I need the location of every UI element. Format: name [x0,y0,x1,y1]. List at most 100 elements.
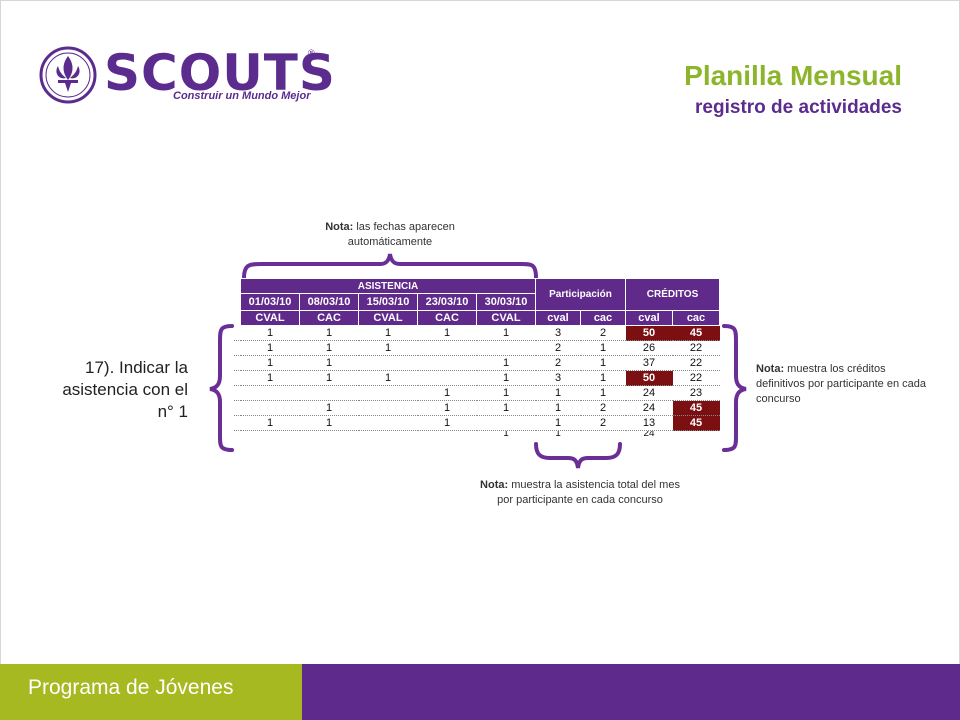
participation-cell: 2 [535,340,581,356]
logo-tagline: Construir un Mundo Mejor [173,90,311,102]
attendance-cell[interactable] [358,415,418,431]
footer-green-block [0,664,302,720]
attendance-cell[interactable] [359,431,418,438]
participation-cell: 2 [580,415,626,431]
participation-cell: 3 [535,370,581,386]
credit-col-cval: cval [625,310,673,326]
date-header-4: 30/03/10 [476,293,536,311]
attendance-cell[interactable] [240,400,300,416]
attendance-cell[interactable]: 1 [476,400,536,416]
attendance-cell[interactable] [358,385,418,401]
credits-group-header: CRÉDITOS [625,278,720,311]
type-header-3: CAC [417,310,477,326]
group-header-row: ASISTENCIA Participación CRÉDITOS [234,278,720,326]
credit-cell: 50 [625,325,673,341]
credit-cell: 50 [625,370,673,386]
attendance-cell[interactable]: 1 [240,325,300,341]
attendance-cell[interactable] [417,355,477,371]
attendance-cell[interactable]: 1 [503,430,509,438]
attendance-cell[interactable]: 1 [417,415,477,431]
note-credits: Nota: muestra los créditos definitivos p… [756,362,926,407]
attendance-cell[interactable]: 1 [240,340,300,356]
attendance-cell[interactable] [476,415,536,431]
participation-cell: 1 [535,400,581,416]
attendance-cell[interactable]: 1 [240,415,300,431]
attendance-sheet: ASISTENCIA Participación CRÉDITOS 01/03/… [234,278,720,437]
instruction-text: 17). Indicar la asistencia con el n° 1 [62,358,188,421]
credit-cell: 24 [625,400,673,416]
attendance-cell[interactable]: 1 [476,355,536,371]
logo-wordmark: SCOUTS [104,44,336,102]
note-credits-label: Nota: [756,363,785,375]
participation-col-cac: cac [580,310,626,326]
attendance-cell[interactable]: 1 [417,400,477,416]
participation-cell: 3 [535,325,581,341]
left-brace-icon [209,324,234,452]
attendance-cell[interactable]: 1 [299,325,359,341]
attendance-cell[interactable]: 1 [417,325,477,341]
note-dates: Nota: las fechas aparecen automáticament… [300,220,480,250]
date-header-2: 15/03/10 [358,293,418,311]
participation-col-cval: cval [535,310,581,326]
page-title: Planilla Mensual [684,60,902,91]
attendance-cell[interactable]: 1 [299,340,359,356]
right-brace-icon [722,324,747,452]
date-header-3: 23/03/10 [417,293,477,311]
attendance-table: ASISTENCIA Participación CRÉDITOS 01/03/… [234,278,720,437]
credit-cell: 45 [672,325,720,341]
attendance-cell[interactable] [240,385,300,401]
attendance-cell[interactable]: 1 [299,400,359,416]
attendance-cell[interactable]: 1 [358,340,418,356]
attendance-cell[interactable]: 1 [476,325,536,341]
row-gutter [234,385,241,401]
note-credits-text: muestra los créditos definitivos por par… [756,363,926,405]
participation-cell: 2 [580,325,626,341]
credit-cell: 13 [625,415,673,431]
attendance-cell[interactable]: 1 [417,385,477,401]
attendance-cell[interactable] [476,340,536,356]
row-gutter [234,415,241,431]
credit-cell: 45 [672,400,720,416]
credit-cell: 26 [625,340,673,356]
date-header-1: 08/03/10 [299,293,359,311]
registered-mark: ® [308,48,315,58]
attendance-cell[interactable] [358,355,418,371]
row-gutter [234,340,241,356]
note-attendance-text: muestra la asistencia total del mes por … [497,479,680,506]
attendance-cell[interactable]: 1 [299,370,359,386]
attendance-cell[interactable]: 1 [299,415,359,431]
footer-label: Programa de Jóvenes [28,676,234,699]
attendance-cell[interactable]: 1 [358,370,418,386]
participation-cell: 2 [535,355,581,371]
attendance-cell[interactable]: 1 [476,385,536,401]
attendance-cell[interactable]: 1 [358,325,418,341]
participation-cell: 1 [535,385,581,401]
attendance-cell[interactable] [358,400,418,416]
participation-cell: 1 [535,415,581,431]
type-header-4: CVAL [476,310,536,326]
participation-cell: 1 [580,340,626,356]
attendance-cell[interactable] [299,385,359,401]
attendance-cell[interactable] [300,431,359,438]
type-header-1: CAC [299,310,359,326]
attendance-cell[interactable] [241,431,300,438]
attendance-cell[interactable] [417,340,477,356]
attendance-cell[interactable] [417,370,477,386]
row-gutter [234,355,241,371]
credit-cell: 23 [672,385,720,401]
attendance-cell[interactable] [418,431,477,438]
participation-cell: 1 [580,355,626,371]
attendance-cell[interactable]: 1 [240,370,300,386]
attendance-cell[interactable]: 1 [240,355,300,371]
attendance-cell[interactable]: 1 [476,370,536,386]
attendance-cell[interactable]: 1 [299,355,359,371]
bottom-brace-icon [534,442,622,469]
note-attendance-label: Nota: [480,479,509,491]
note-dates-label: Nota: [325,221,354,233]
